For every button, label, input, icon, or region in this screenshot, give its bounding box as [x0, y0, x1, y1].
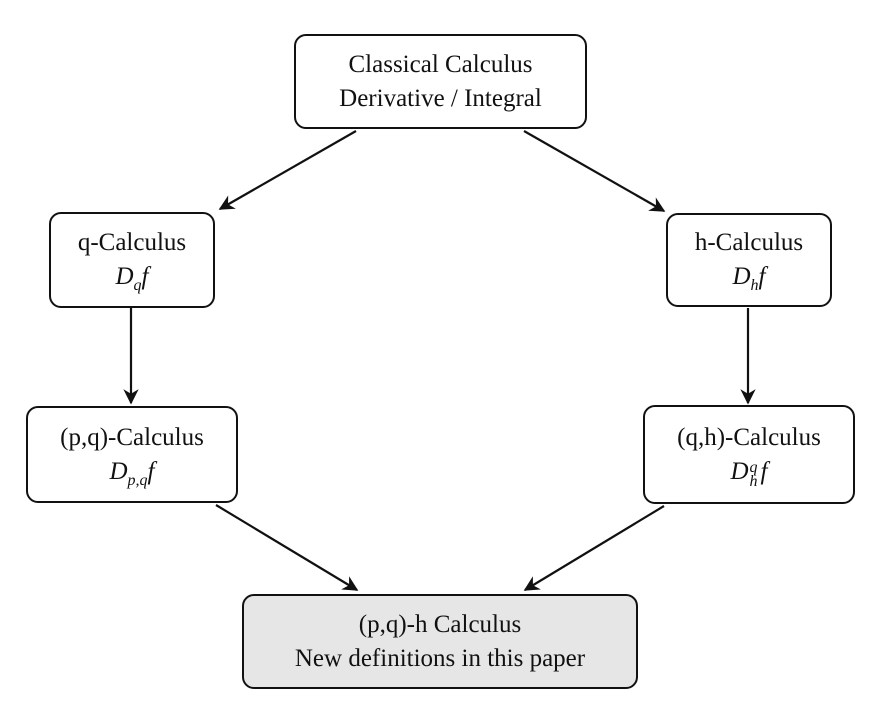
node-q-operator: Dqf	[115, 263, 149, 294]
edge-qh-to-pqh	[523, 505, 665, 591]
node-pq-calculus: (p,q)-Calculus Dp,qf	[26, 406, 238, 503]
node-pqh-title: (p,q)-h Calculus	[358, 610, 522, 638]
node-pqh-calculus: (p,q)-h Calculus New definitions in this…	[242, 594, 638, 689]
node-h-calculus: h-Calculus Dhf	[666, 213, 832, 307]
node-h-operator: Dhf	[732, 263, 766, 294]
node-q-calculus: q-Calculus Dqf	[49, 212, 215, 308]
node-classical-title: Classical Calculus	[348, 50, 533, 78]
node-pq-title: (p,q)-Calculus	[60, 423, 204, 451]
node-q-title: q-Calculus	[77, 229, 187, 256]
node-pqh-subtitle: New definitions in this paper	[294, 644, 586, 672]
node-classical-calculus: Classical Calculus Derivative / Integral	[294, 34, 587, 129]
edge-classical-to-q	[218, 130, 357, 210]
node-qh-title: (q,h)-Calculus	[677, 423, 821, 451]
node-qh-sub: h	[749, 472, 758, 490]
node-qh-sup: q	[749, 458, 758, 476]
node-pq-operator: Dp,qf	[109, 457, 155, 489]
node-h-title: h-Calculus	[694, 229, 804, 256]
node-classical-subtitle: Derivative / Integral	[339, 84, 542, 112]
edge-classical-to-h	[523, 130, 666, 212]
edge-pq-to-pqh	[215, 504, 359, 591]
